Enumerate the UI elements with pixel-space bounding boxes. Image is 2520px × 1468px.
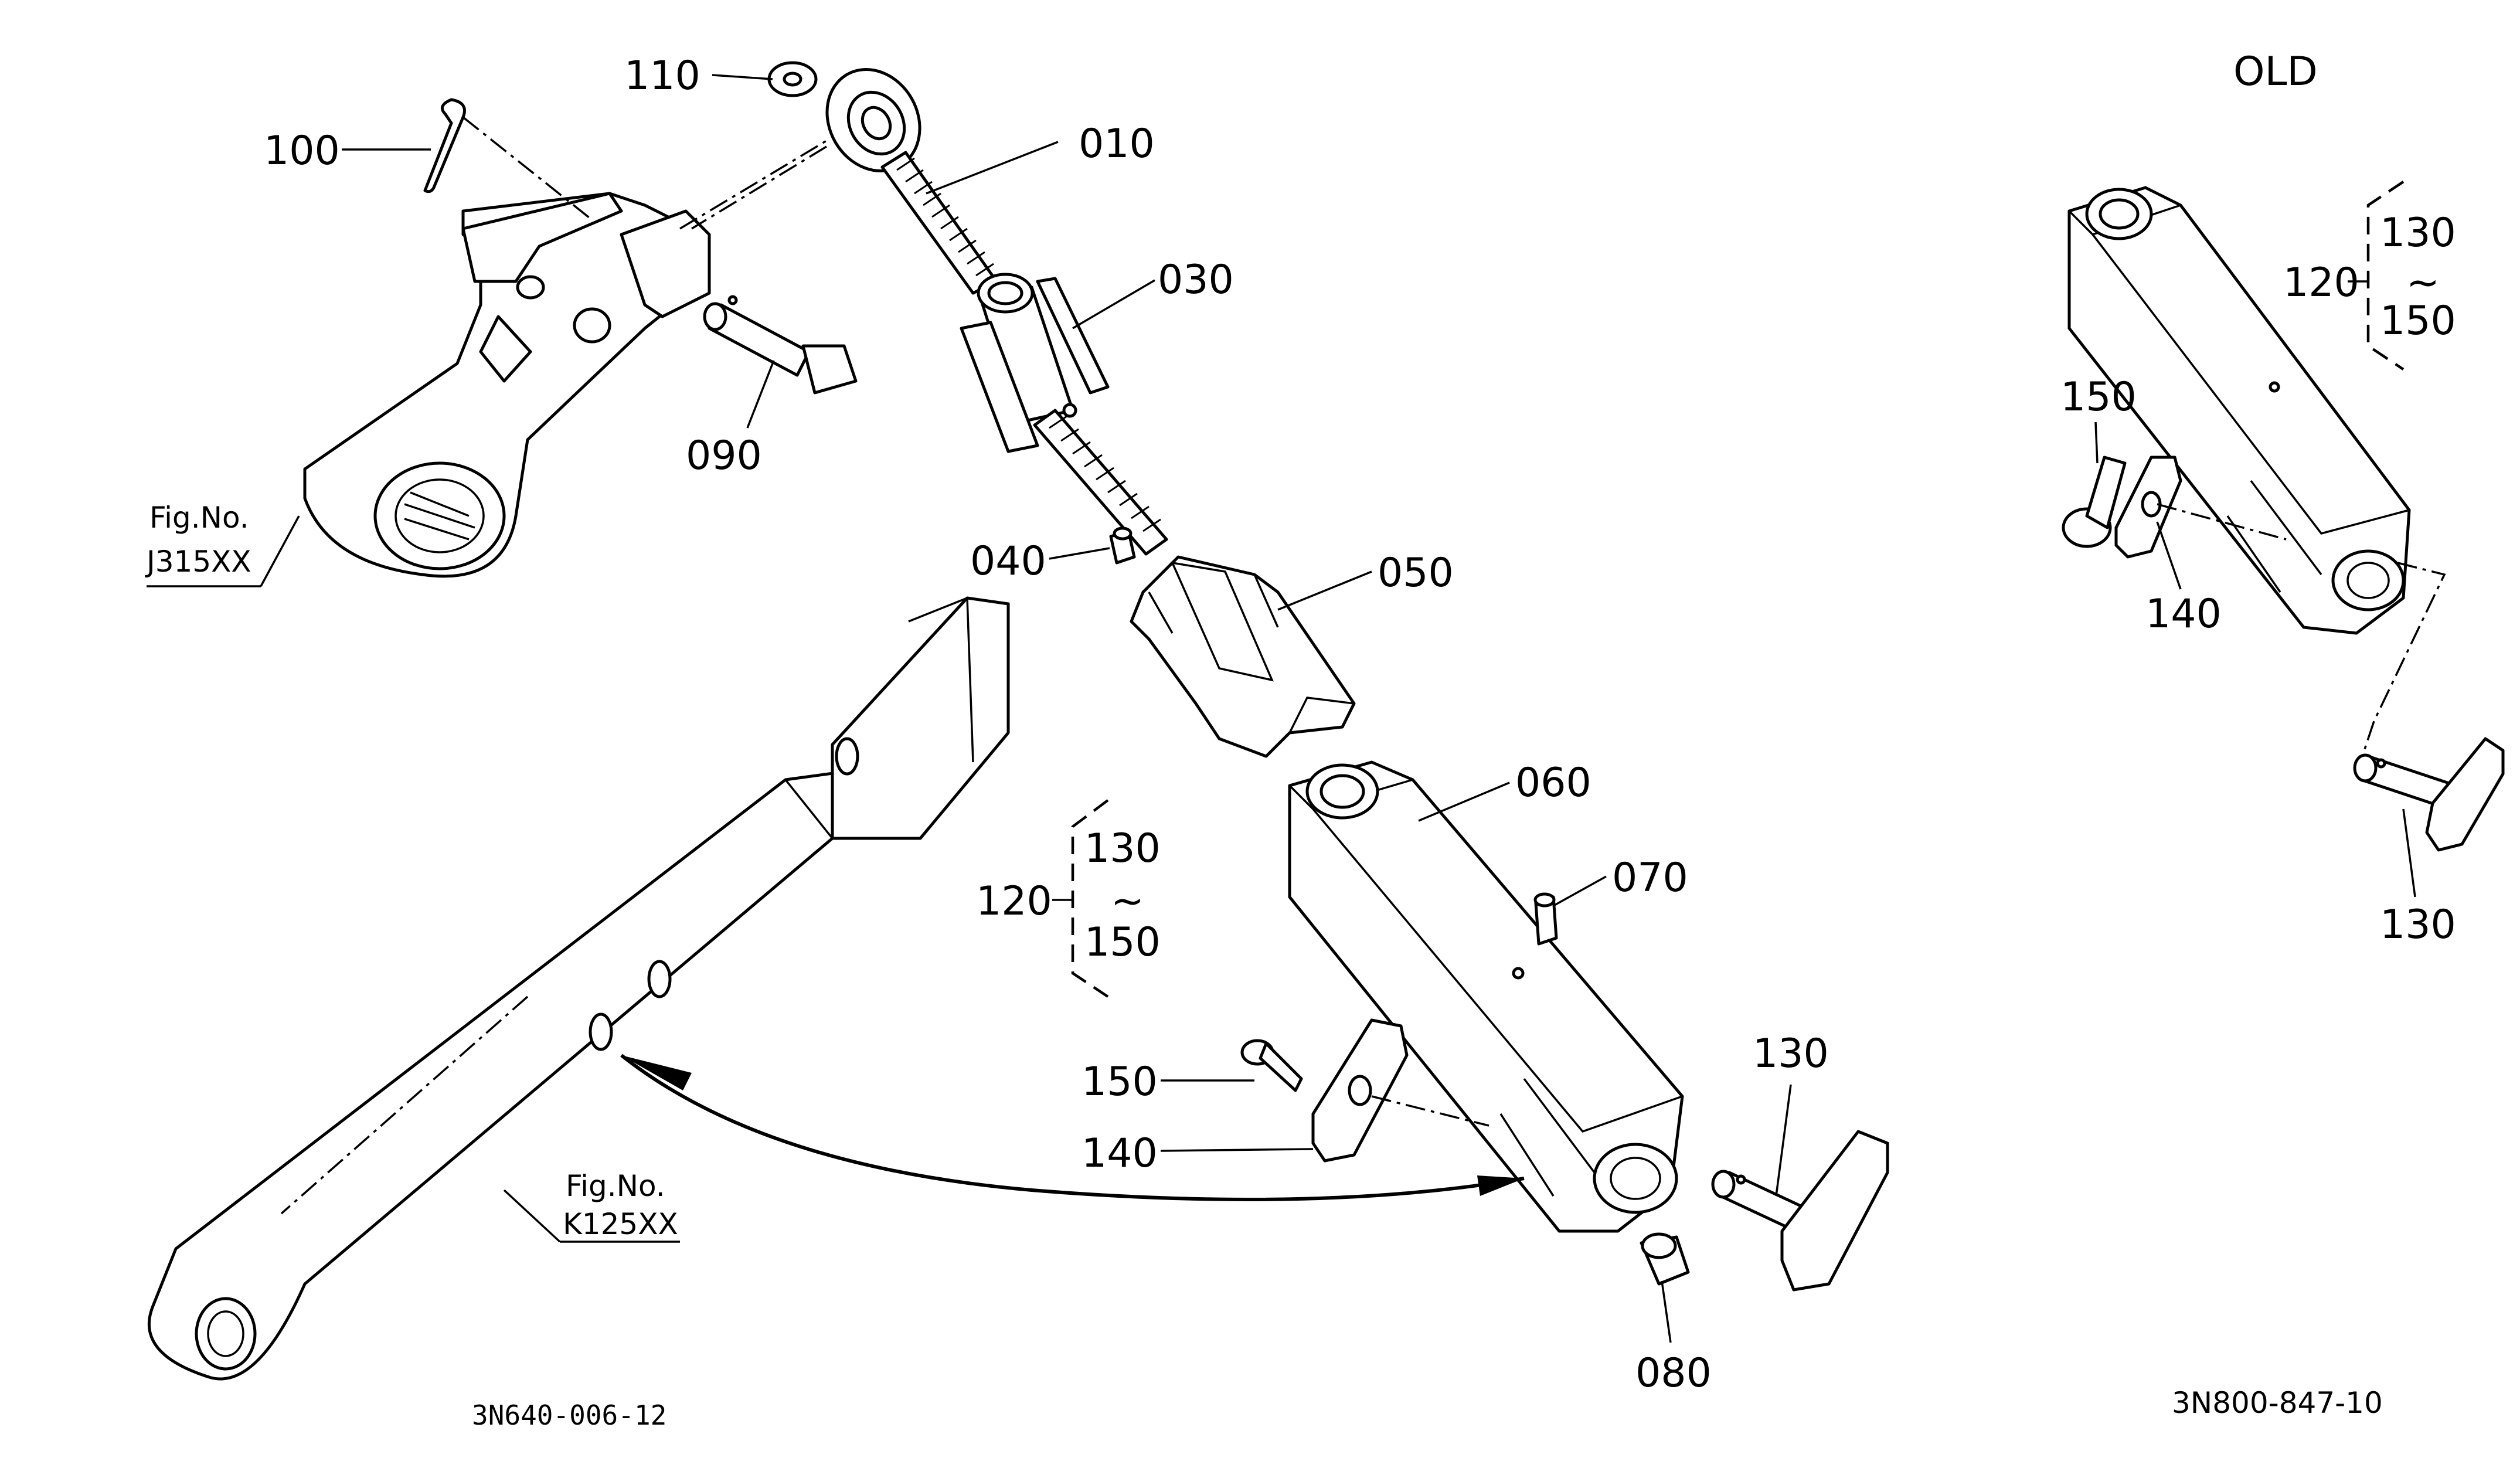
lift-arm-assembly	[303, 140, 827, 578]
range-start-130: 130	[1084, 825, 1161, 872]
old-pin-150	[2062, 456, 2127, 548]
washer-110	[767, 61, 818, 97]
drawing-code-old: 3N800-847-10	[2172, 1386, 2383, 1420]
callout-040: 040	[970, 538, 1046, 585]
fig-ref-b-label: Fig.No.	[566, 1169, 665, 1203]
rod-end-010	[691, 68, 998, 295]
range-tilde: ~	[1111, 878, 1144, 925]
range-end-150: 150	[1084, 919, 1161, 966]
callout-150: 150	[1082, 1059, 1158, 1105]
fig-ref-a-label: Fig.No.	[149, 501, 249, 535]
lower-link-assembly	[147, 596, 1010, 1381]
old-callout-120: 120	[2283, 260, 2359, 306]
callout-140: 140	[1082, 1130, 1158, 1177]
callout-010: 010	[1079, 121, 1155, 167]
callout-labels: OLD 110 100 010 030 090 040 050 060 070 …	[145, 49, 2456, 1431]
grease-nipple-070	[1533, 892, 1558, 946]
lock-guide-050	[1130, 555, 1356, 758]
callout-070: 070	[1612, 855, 1688, 901]
callout-090: 090	[686, 433, 762, 479]
old-pin-130	[2353, 737, 2505, 852]
old-turnbuckle-tube	[2067, 186, 2411, 635]
callout-110: 110	[624, 53, 700, 99]
fig-ref-a-code: J315XX	[145, 545, 251, 579]
plug-080	[1640, 1232, 1690, 1286]
callout-030: 030	[1158, 257, 1234, 303]
old-callout-150: 150	[2060, 374, 2137, 420]
plate-140	[1311, 1018, 1409, 1163]
drawing-code-main: 3N640-006-12	[472, 1399, 666, 1431]
leader-lines	[147, 74, 2416, 1343]
grease-nipple-040	[1109, 526, 1136, 565]
turnbuckle-tube-060	[1288, 760, 1684, 1233]
callout-050: 050	[1378, 550, 1454, 596]
old-range-end-150: 150	[2380, 298, 2456, 344]
adjusting-sleeve-030	[960, 273, 1110, 453]
fig-ref-b-code: K125XX	[563, 1207, 678, 1241]
callout-120: 120	[976, 878, 1052, 925]
callout-130: 130	[1753, 1031, 1829, 1077]
connector-arrow-head-right	[1477, 1175, 1524, 1196]
callout-060: 060	[1515, 760, 1591, 806]
old-variant-heading: OLD	[2233, 49, 2318, 95]
pin-130	[1711, 1130, 1889, 1292]
old-callout-130: 130	[2380, 902, 2456, 948]
callout-100: 100	[264, 128, 340, 174]
old-range-start-130: 130	[2380, 210, 2456, 256]
callout-080: 080	[1635, 1350, 1712, 1396]
lynch-pin-100	[423, 98, 593, 221]
pin-150	[1240, 1039, 1303, 1092]
assembly-connector-curve	[620, 1054, 1525, 1201]
old-callout-140: 140	[2145, 591, 2222, 637]
threaded-rod-lower	[1033, 409, 1168, 556]
old-plate-140	[2114, 456, 2182, 559]
old-range-tilde: ~	[2406, 260, 2440, 306]
clevis-pin-090	[703, 295, 858, 395]
connector-arrow-head-left	[621, 1055, 692, 1090]
